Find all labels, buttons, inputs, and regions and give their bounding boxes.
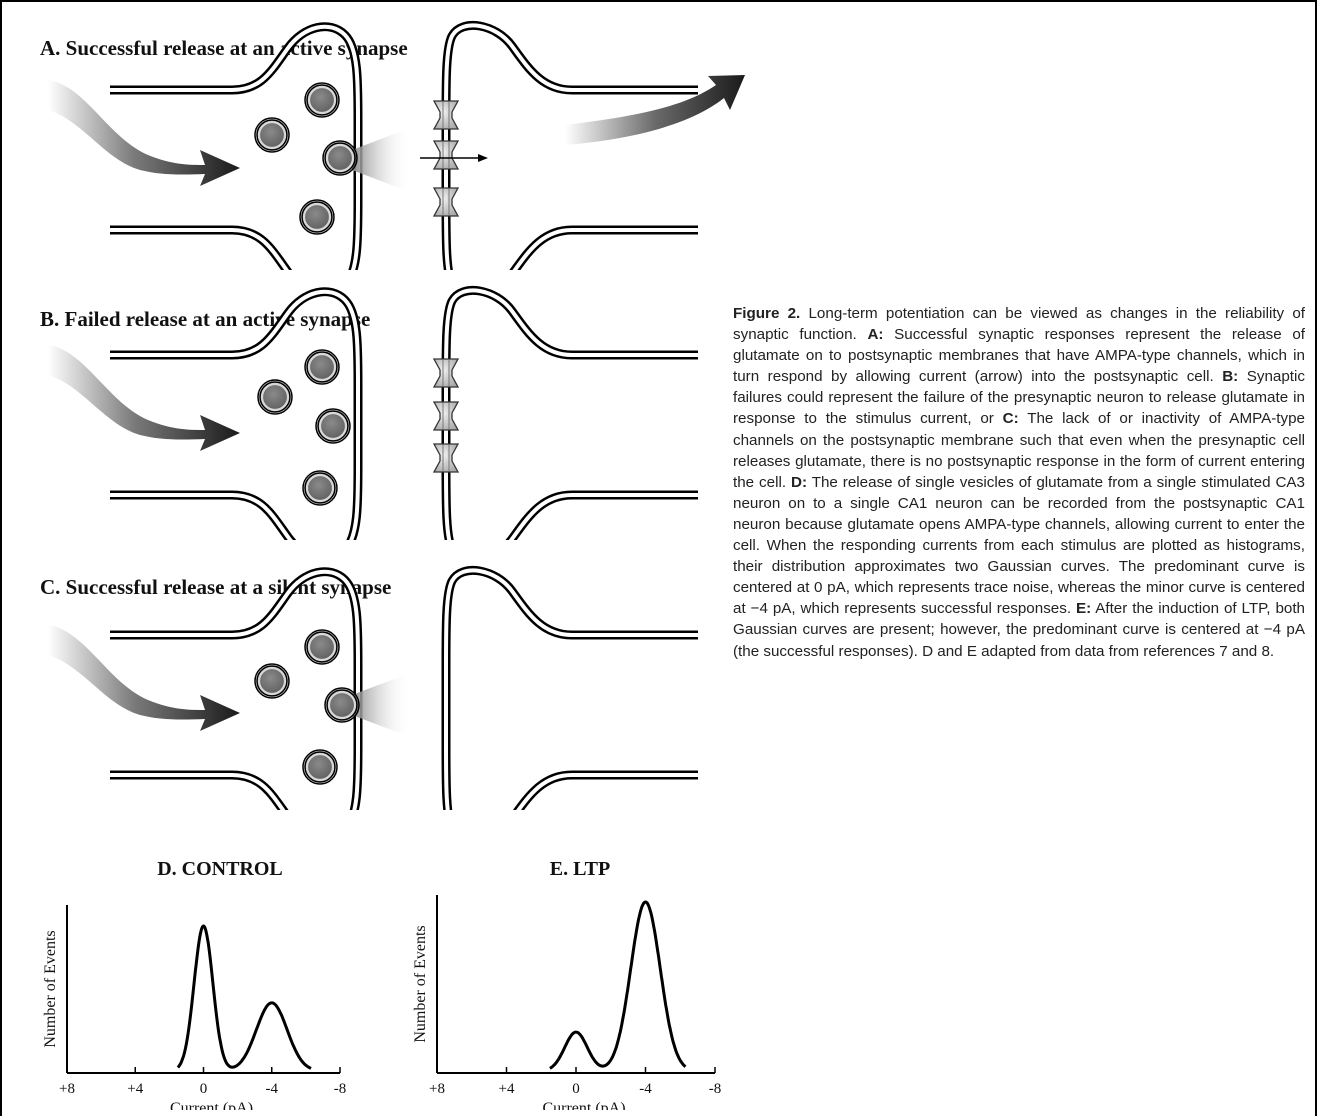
x-tick-label: +8 [59,1081,75,1097]
chart-e-title: E. LTP [480,858,680,881]
x-tick-label: -4 [266,1081,279,1097]
current-arrowhead-a [478,154,488,162]
vesicle [305,350,339,384]
ampa-channel [434,141,458,169]
input-arrow-b [48,345,240,451]
gaussian-curve [550,902,686,1068]
synapse-diagram-a [0,0,760,270]
x-tick-label: -8 [334,1081,347,1097]
chart-d-title: D. CONTROL [80,858,360,881]
ampa-channel [434,101,458,129]
synapse-diagram-c [0,540,760,810]
caption-d-label: D: [791,474,807,491]
x-tick-label: -8 [709,1081,722,1097]
vesicle [305,630,339,664]
x-tick-label: 0 [200,1081,208,1097]
y-axis-label: Number of Events [412,925,429,1042]
postsynaptic-membrane-b [446,290,698,540]
postsynaptic-membrane-c [446,570,698,810]
input-arrow-a [48,80,240,186]
x-tick-label: 0 [572,1081,580,1097]
ampa-channel [434,188,458,216]
vesicle [303,750,337,784]
vesicle [258,380,292,414]
x-axis-label: Current (pA) [542,1100,625,1110]
ampa-channel [434,444,458,472]
ampa-channel [434,359,458,387]
vesicle [316,409,350,443]
synapse-diagram-b [0,270,760,540]
caption-d-text: The release of single vesicles of glutam… [733,474,1305,618]
vesicle [255,664,289,698]
x-tick-label: +8 [429,1081,445,1097]
postsynaptic-membrane-a [446,25,698,270]
vesicle-releasing [325,688,359,722]
caption-b-label: B: [1222,368,1238,385]
gaussian-curve [178,926,311,1068]
vesicle-releasing [323,141,357,175]
vesicle [255,118,289,152]
caption-a-label: A: [867,326,883,343]
x-tick-label: +4 [499,1081,515,1097]
vesicle [300,200,334,234]
vesicle [305,83,339,117]
vesicle [303,471,337,505]
y-axis-label: Number of Events [42,930,59,1047]
figure-caption: Figure 2. Long-term potentiation can be … [733,303,1305,662]
x-axis-label: Current (pA) [170,1100,253,1110]
x-tick-label: +4 [127,1081,143,1097]
caption-e-label: E: [1076,600,1091,617]
caption-c-label: C: [1003,410,1019,427]
x-tick-label: -4 [639,1081,652,1097]
ampa-channel [434,402,458,430]
caption-figure-label: Figure 2. [733,305,800,322]
input-arrow-c [48,625,240,731]
